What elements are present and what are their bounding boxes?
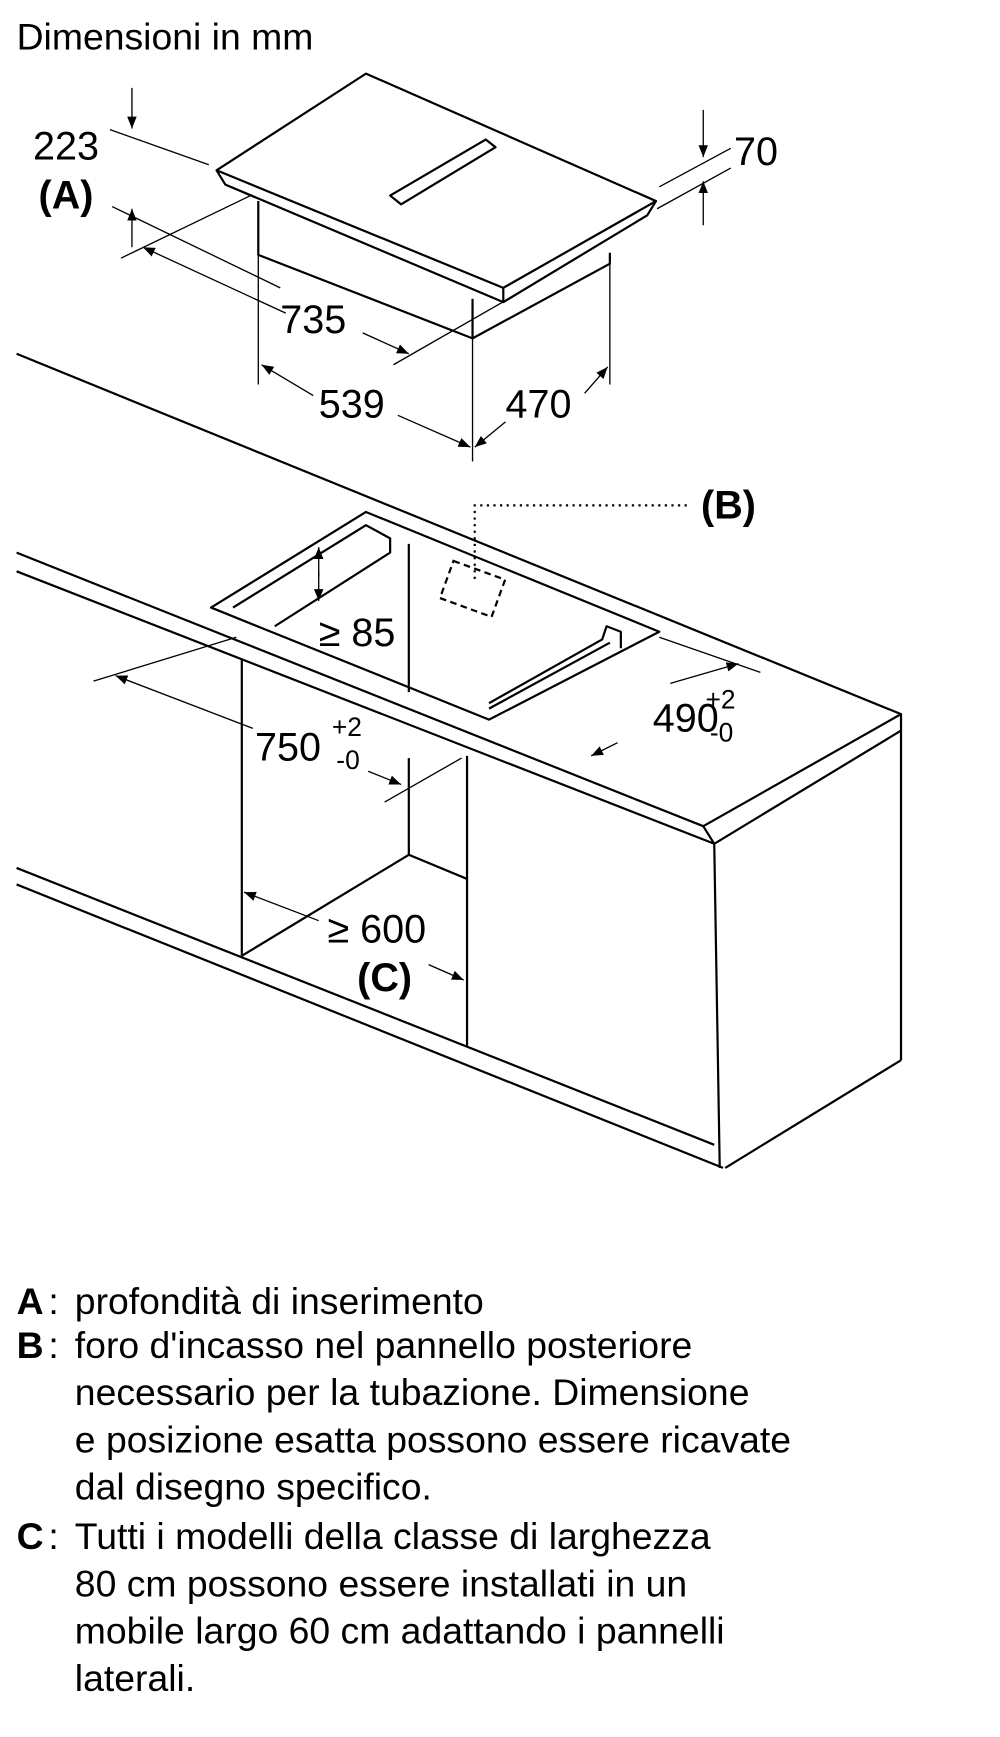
- dim-body-depth: 470: [505, 382, 571, 426]
- label-a: (A): [39, 174, 94, 218]
- dim-cutout-width-tol-minus: -0: [336, 745, 359, 775]
- dim-body-width: 539: [319, 382, 385, 426]
- page-title: Dimensioni in mm: [17, 15, 314, 57]
- legend-key-a: A: [17, 1280, 44, 1322]
- dim-min-clearance: ≥ 85: [319, 611, 396, 655]
- legend-colon: :: [48, 1515, 58, 1557]
- legend-c-line: mobile largo 60 cm adattando i pannelli: [75, 1610, 725, 1652]
- legend-b-line: dal disegno specifico.: [75, 1466, 432, 1508]
- legend-c-line: Tutti i modelli della classe di larghezz…: [75, 1515, 711, 1557]
- dim-cutout-depth-tol-plus: +2: [705, 685, 735, 715]
- legend-a-line: profondità di inserimento: [75, 1280, 484, 1322]
- label-b: (B): [701, 484, 756, 528]
- legend-c-line: laterali.: [75, 1657, 195, 1699]
- dim-insertion-depth: 223: [33, 124, 99, 168]
- hob-dimensions: 223 (A) 735 539 470 70: [33, 87, 778, 462]
- legend-key-c: C: [17, 1515, 44, 1557]
- legend: A : profondità di inserimento B : foro d…: [17, 1280, 791, 1699]
- dim-cutout-width: 750: [255, 725, 321, 769]
- legend-b-line: foro d'incasso nel pannello posteriore: [75, 1324, 692, 1366]
- legend-b-line: e posizione esatta possono essere ricava…: [75, 1418, 791, 1460]
- dim-cutout-depth: 490: [653, 697, 719, 741]
- cutout-dimensions: (B) ≥ 85 750 +2 -0 490 +2 -0 ≥ 600 (C): [93, 484, 761, 1000]
- dim-cutout-width-tol-plus: +2: [332, 712, 362, 742]
- legend-colon: :: [48, 1324, 58, 1366]
- vent-slot: [389, 138, 497, 206]
- legend-c-line: 80 cm possono essere installati in un: [75, 1562, 687, 1604]
- countertop-cabinet-drawing: [16, 352, 903, 1169]
- dim-hob-width: 735: [280, 298, 346, 342]
- legend-colon: :: [48, 1280, 58, 1322]
- dim-cabinet-width: ≥ 600: [328, 908, 427, 952]
- duct-hole-outline: [438, 559, 507, 619]
- dim-cutout-depth-tol-minus: -0: [710, 718, 733, 748]
- legend-b-line: necessario per la tubazione. Dimensione: [75, 1371, 750, 1413]
- label-c: (C): [357, 956, 412, 1000]
- dim-hob-height: 70: [734, 130, 778, 174]
- legend-key-b: B: [17, 1324, 44, 1366]
